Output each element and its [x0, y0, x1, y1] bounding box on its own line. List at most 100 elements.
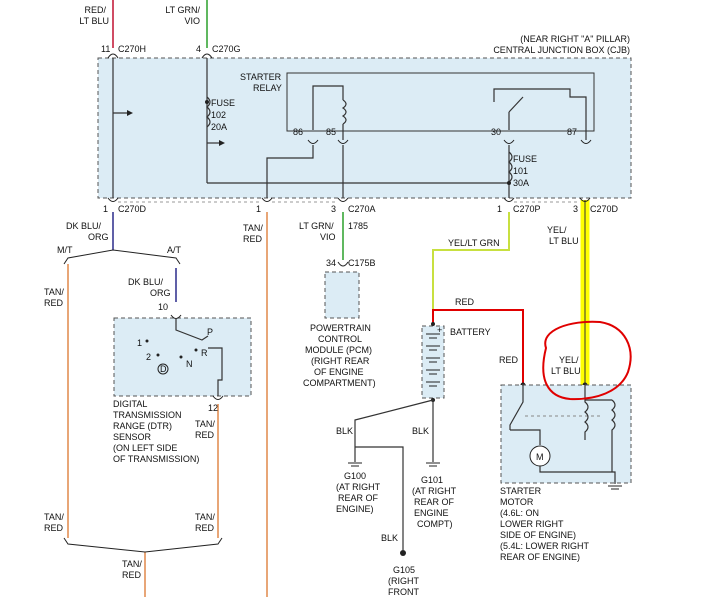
battery-ground-wire-g100: [354, 399, 434, 462]
starter-relay-box: [286, 72, 595, 132]
wire-label: RED: [195, 430, 215, 440]
bottom-conn-c270d: C270D: [118, 204, 147, 214]
pcm-connector-c175b: C175B: [348, 258, 376, 268]
wire-label: LT GRN/: [299, 221, 334, 231]
starter-label-3: (4.6L: ON: [500, 508, 539, 518]
dtr-contact: [194, 348, 198, 352]
splice-dot: [205, 100, 209, 104]
starter-ground-icon: [608, 485, 622, 490]
wire-label: VIO: [320, 232, 336, 242]
wire-label: DK BLU/: [128, 277, 164, 287]
relay-pin-86-connector: [307, 139, 319, 144]
starter-label-4: LOWER RIGHT: [500, 519, 564, 529]
ground-g100-desc: ENGINE): [336, 504, 374, 514]
wire-label: TAN/: [122, 559, 142, 569]
wire-label: RED: [455, 297, 475, 307]
circuit-number: 1785: [348, 221, 368, 231]
dtr-label-6: OF TRANSMISSION): [113, 454, 199, 464]
fuse-102-symbol: [206, 96, 211, 128]
pcm-box: [324, 271, 360, 319]
cjb-name: CENTRAL JUNCTION BOX (CJB): [493, 45, 630, 55]
starter-label-1: STARTER: [500, 486, 542, 496]
dtr-pin12-connector: [212, 395, 224, 400]
fuse-101-symbol: [508, 151, 513, 183]
dtr-drive-icon: [157, 363, 169, 375]
dtr-output-wire: [208, 347, 223, 396]
starter-label-6: (5.4L: LOWER RIGHT: [500, 541, 590, 551]
dtr-label-2: TRANSMISSION: [113, 410, 182, 420]
fuse-101-label-1: FUSE: [513, 154, 537, 164]
bottom-conn-c270p: C270P: [513, 204, 541, 214]
dtr-contact: [156, 353, 160, 357]
yel-lt-grn-wire: [432, 212, 510, 324]
pin1-symbol: [261, 197, 273, 202]
dtr-pos-n: N: [186, 359, 193, 369]
dtr-contact: [179, 355, 183, 359]
relay-pin-87: 87: [567, 127, 577, 137]
wire-label: RED/: [84, 5, 106, 15]
wire-label: RED: [243, 234, 263, 244]
relay-pin-86: 86: [293, 127, 303, 137]
bottom-pin-3: 3: [331, 204, 336, 214]
ground-g101-desc: (AT RIGHT: [412, 486, 457, 496]
relay-pin-30-connector: [503, 139, 515, 144]
relay-pin-85: 85: [326, 127, 336, 137]
wire-label: TAN/: [44, 287, 64, 297]
relay-switch-icon: [508, 96, 524, 113]
wire-label: VIO: [184, 16, 200, 26]
wire-label: LT BLU: [551, 366, 581, 376]
battery-plus: +: [437, 325, 442, 335]
c270a-pin3-symbol: [337, 197, 349, 202]
pin-11: 11: [101, 44, 110, 54]
dtr-contact: [145, 339, 149, 343]
wire-label: LT GRN/: [165, 5, 200, 15]
starter-motor-feed: [510, 429, 541, 445]
wire-label: BLK: [412, 426, 429, 436]
pcm-label-4: (RIGHT REAR: [311, 356, 370, 366]
pcm-label-5: OF ENGINE: [314, 367, 364, 377]
red-battery-wire: [432, 309, 524, 385]
dtr-pos-r: R: [201, 348, 208, 358]
c270h-connector-symbol: [107, 53, 119, 59]
mt-at-split-wire: [63, 249, 181, 265]
wire-label: DK BLU/: [66, 221, 102, 231]
pcm-connector-symbol: [337, 261, 349, 267]
starter-ground-wire: [539, 466, 616, 484]
wire-label: RED: [499, 355, 519, 365]
dtr-pos-2: 2: [146, 352, 151, 362]
pcm-label-1: POWERTRAIN: [310, 323, 371, 333]
relay-label-2: RELAY: [253, 83, 282, 93]
ground-g105-icon: [400, 550, 406, 556]
battery-label: BATTERY: [450, 327, 491, 337]
connector-c270g: C270G: [212, 44, 241, 54]
dtr-label-4: SENSOR: [113, 432, 152, 442]
at-label: A/T: [167, 245, 182, 255]
pcm-label-6: COMPARTMENT): [303, 378, 376, 388]
wire-label: YEL/: [547, 225, 567, 235]
ground-g101-desc: COMPT): [417, 519, 453, 529]
red-annotation-circle: [542, 320, 632, 401]
ground-g100-desc: REAR OF: [338, 493, 379, 503]
c270d-pin3-symbol: [579, 197, 591, 202]
dtr-pin-12: 12: [208, 403, 218, 413]
wire-label: BLK: [336, 426, 353, 436]
starter-solenoid-switch: [509, 385, 524, 430]
starter-label-7: REAR OF ENGINE): [500, 552, 580, 562]
starter-label-2: MOTOR: [500, 497, 534, 507]
dtr-label-1: DIGITAL: [113, 399, 147, 409]
relay-pin-85-connector: [337, 139, 349, 144]
wire-label: YEL/: [559, 355, 579, 365]
wire-label: TAN/: [195, 512, 215, 522]
ground-g105-desc: FRONT: [388, 587, 419, 597]
fuse-102-label-3: 20A: [211, 122, 227, 132]
dtr-pos-p: P: [207, 327, 213, 337]
relay-pin-30: 30: [491, 127, 501, 137]
wire-label: BLK: [381, 533, 398, 543]
mt-label: M/T: [57, 245, 73, 255]
battery-positive-terminal: [431, 322, 435, 326]
ground-wire-g105: [355, 446, 404, 550]
solenoid-coil-icon: [584, 385, 589, 440]
wire-label: RED: [44, 523, 64, 533]
wire-label: TAN/: [44, 512, 64, 522]
